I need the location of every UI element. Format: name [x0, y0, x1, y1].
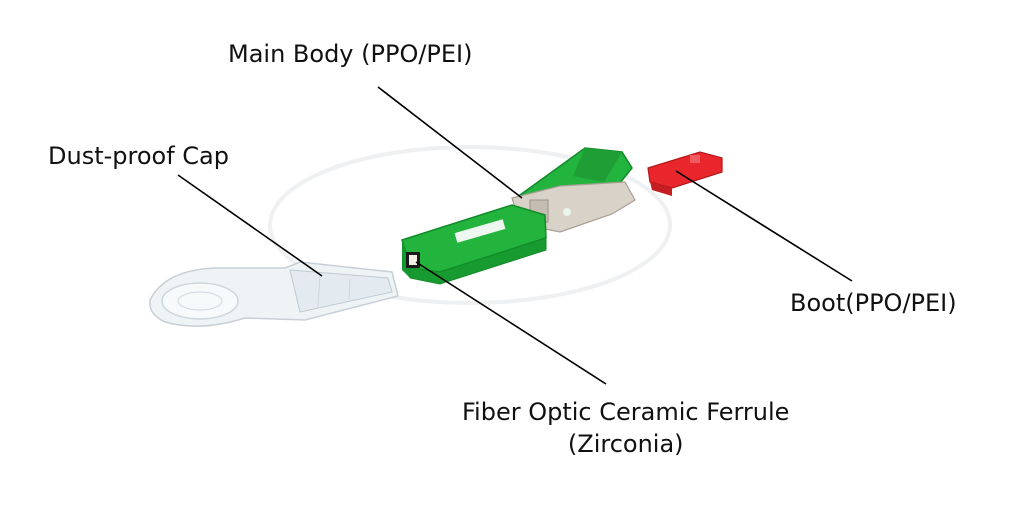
main-body: [401, 147, 636, 285]
label-main-body: Main Body (PPO/PEI): [228, 40, 473, 68]
leader-boot: [675, 170, 853, 282]
leader-dust-cap: [177, 174, 323, 277]
leader-main-body: [377, 86, 523, 199]
label-dust-proof-cap: Dust-proof Cap: [48, 142, 229, 170]
label-boot: Boot(PPO/PEI): [790, 289, 957, 317]
dust-proof-cap: [149, 261, 399, 327]
label-ferrule-line1: Fiber Optic Ceramic Ferrule: [462, 398, 790, 426]
boot: [647, 151, 723, 196]
label-ferrule: Fiber Optic Ceramic Ferrule (Zirconia): [462, 396, 789, 461]
watermark: [268, 145, 672, 305]
leader-ferrule: [415, 261, 607, 385]
label-ferrule-line2: (Zirconia): [567, 430, 684, 459]
